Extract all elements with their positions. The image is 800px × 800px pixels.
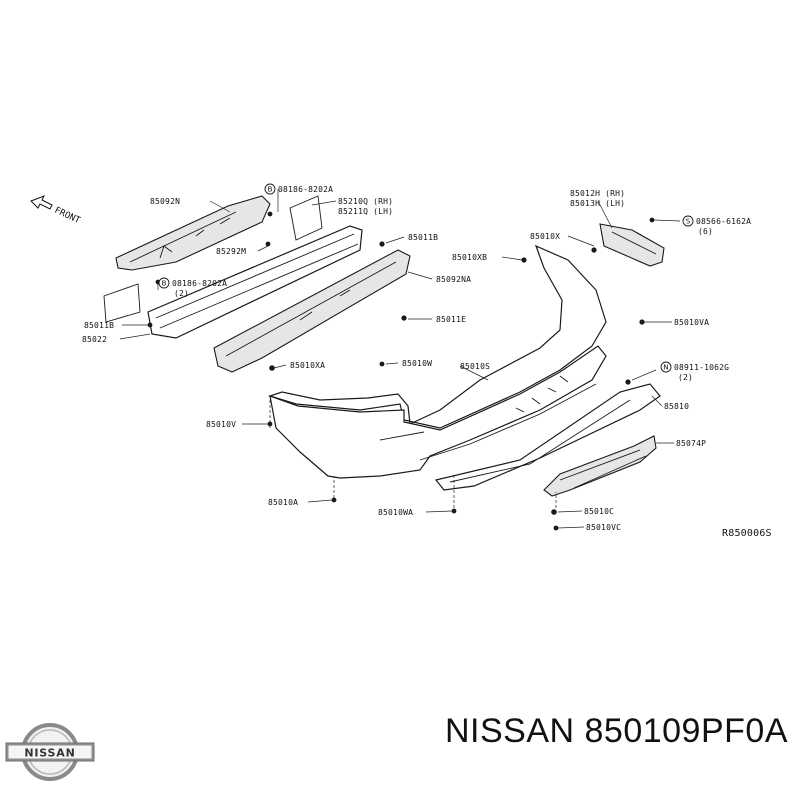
part-85092n-absorber — [115, 195, 271, 271]
callout-85010w: 85010W — [402, 359, 432, 368]
callout-08911-1062g-qty: (2) — [678, 373, 693, 382]
callout-85010wa: 85010WA — [378, 508, 413, 517]
front-arrow-icon — [30, 195, 53, 210]
callout-85092na: 85092NA — [436, 275, 471, 284]
callout-85011b-left: 85011B — [84, 321, 114, 330]
nissan-logo-text: NISSAN — [24, 747, 75, 760]
callout-85810: 85810 — [664, 402, 689, 411]
callout-circle-b-top — [264, 183, 276, 195]
part-85810-diffuser — [434, 383, 661, 491]
callout-08566-6162a: 08566-6162A — [696, 217, 751, 226]
callout-circle-b-top-letter: B — [268, 186, 273, 194]
callout-85010xa: 85010XA — [290, 361, 325, 370]
part-85010s-fascia — [268, 244, 607, 479]
callout-85211q: 85211Q (LH) — [338, 207, 393, 216]
callout-circle-b-mid-letter: B — [162, 280, 167, 288]
part-85012h-bracket — [599, 223, 665, 267]
callout-08566-6162a-qty: (6) — [698, 227, 713, 236]
callout-85013h: 85013H (LH) — [570, 199, 625, 208]
callout-circle-s-letter: S — [686, 218, 691, 226]
part-number-title: NISSAN 850109PF0A — [444, 712, 788, 750]
part-85092na-absorber — [213, 249, 411, 373]
callout-85074p: 85074P — [676, 439, 706, 448]
callout-08186-8202a-top: 08186-8202A — [278, 185, 333, 194]
callout-85010a: 85010A — [268, 498, 298, 507]
leader-lines — [119, 189, 681, 529]
fastener-set — [147, 211, 655, 531]
callout-08911-1062g: 08911-1062G — [674, 363, 729, 372]
callout-85022: 85022 — [82, 335, 107, 344]
callout-85012h: 85012H (RH) — [570, 189, 625, 198]
callout-85010v: 85010V — [206, 420, 236, 429]
nissan-logo: NISSAN — [4, 722, 96, 782]
front-label: FRONT — [53, 206, 82, 227]
callout-circle-n-letter: N — [663, 364, 668, 372]
callout-85010c: 85010C — [584, 507, 614, 516]
callout-08186-8202a-mid: 08186-8202A — [172, 279, 227, 288]
callout-85010xb: 85010XB — [452, 253, 487, 262]
diagram-reference-code: R850006S — [722, 528, 772, 539]
callout-circle-n — [660, 361, 672, 373]
callout-08186-8202a-mid-qty: (2) — [174, 289, 189, 298]
callout-85010x: 85010X — [530, 232, 560, 241]
callout-85010vc: 85010VC — [586, 523, 621, 532]
callout-85092n: 85092N — [150, 197, 180, 206]
part-85022-reinforcement — [103, 195, 363, 339]
callout-85011b: 85011B — [408, 233, 438, 242]
callout-circle-s — [682, 215, 694, 227]
callout-85210q: 85210Q (RH) — [338, 197, 393, 206]
callout-85010s: 85010S — [460, 362, 490, 371]
callout-85292m: 85292M — [216, 247, 246, 256]
callout-85011e: 85011E — [436, 315, 466, 324]
part-85074p-panel — [543, 435, 657, 497]
callout-circle-b-mid — [158, 277, 170, 289]
callout-85010va: 85010VA — [674, 318, 709, 327]
